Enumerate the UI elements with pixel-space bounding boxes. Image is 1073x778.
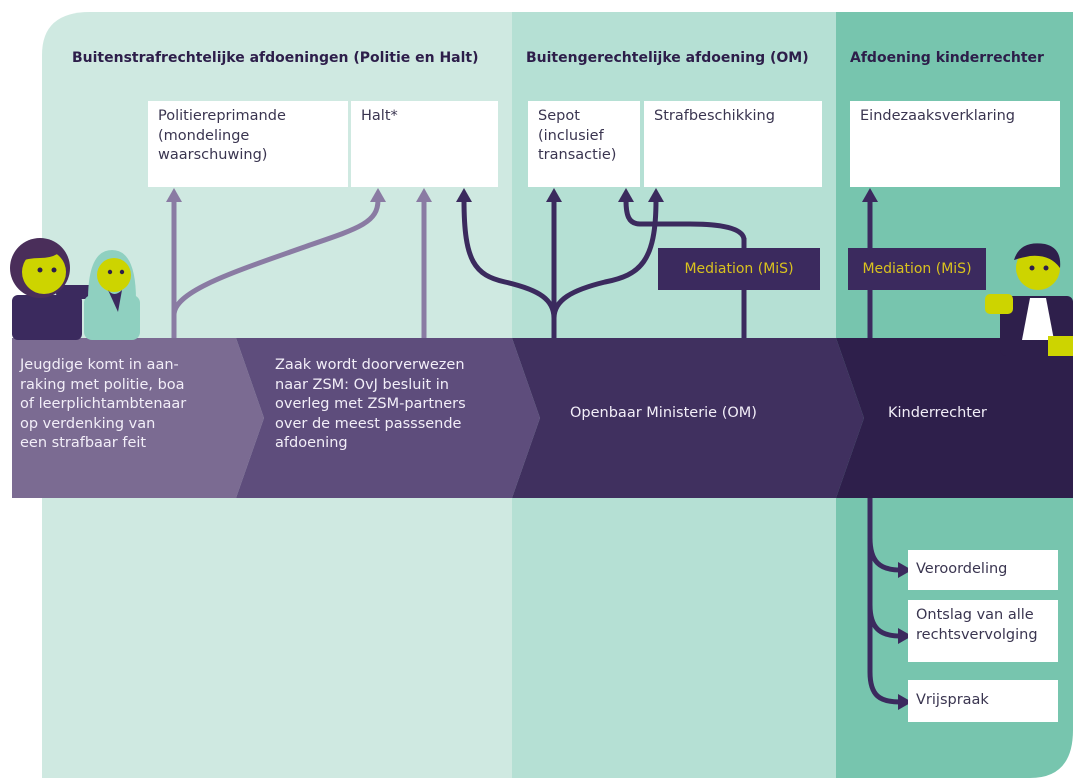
result-vrijspraak: Vrijspraak	[908, 680, 1058, 722]
outcome-halt: Halt*	[351, 101, 498, 187]
arrowheads-light	[166, 188, 432, 202]
process-step-1-text: Jeugdige komt in aan- raking met politie…	[20, 357, 187, 452]
youth-figures-illustration	[10, 238, 140, 340]
result-veroordeling: Veroordeling	[908, 550, 1058, 590]
outcome-sepot: Sepot (inclusief transactie)	[528, 101, 640, 187]
outcome-eindezaaksverklaring: Eindezaaksverklaring	[850, 101, 1060, 187]
arrow-to-halt-curved	[171, 199, 381, 316]
outcome-strafbeschikking: Strafbeschikking	[644, 101, 822, 187]
judge-illustration	[985, 243, 1073, 356]
arrow-om-to-strafbeschikking	[551, 199, 659, 319]
process-band-step1	[12, 338, 264, 498]
arrowheads-results	[898, 562, 912, 710]
outcome-politiereprimande: Politiereprimande (mondelinge waarschuwi…	[148, 101, 348, 187]
column-heading-kinderrechter: Afdoening kinderrechter	[850, 50, 1044, 66]
process-band-step3	[512, 338, 864, 498]
arrows-kinderrechter-results	[867, 498, 901, 705]
arrow-mediation-to-strafbeschikking	[623, 199, 747, 241]
arrows-politie-halt	[171, 199, 427, 338]
column-heading-buitenstrafrechtelijk: Buitenstrafrechtelijke afdoeningen (Poli…	[72, 50, 479, 66]
process-step-2-text: Zaak wordt doorverwezen naar ZSM: OvJ be…	[275, 357, 466, 452]
process-band-step4	[836, 338, 1073, 498]
arrow-om-to-halt	[461, 199, 557, 319]
mediation-box-om: Mediation (MiS)	[658, 248, 820, 290]
column-heading-buitengerechtelijk: Buitengerechtelijke afdoening (OM)	[526, 50, 809, 66]
process-band-step2	[236, 338, 540, 498]
arrowheads-dark	[456, 188, 878, 202]
process-step-4-text: Kinderrechter	[888, 405, 987, 421]
result-ontslag: Ontslag van alle rechtsvervolging	[908, 600, 1058, 662]
mediation-box-kinderrechter: Mediation (MiS)	[848, 248, 986, 290]
arrows-om	[461, 199, 873, 338]
process-step-3-text: Openbaar Ministerie (OM)	[570, 405, 757, 421]
